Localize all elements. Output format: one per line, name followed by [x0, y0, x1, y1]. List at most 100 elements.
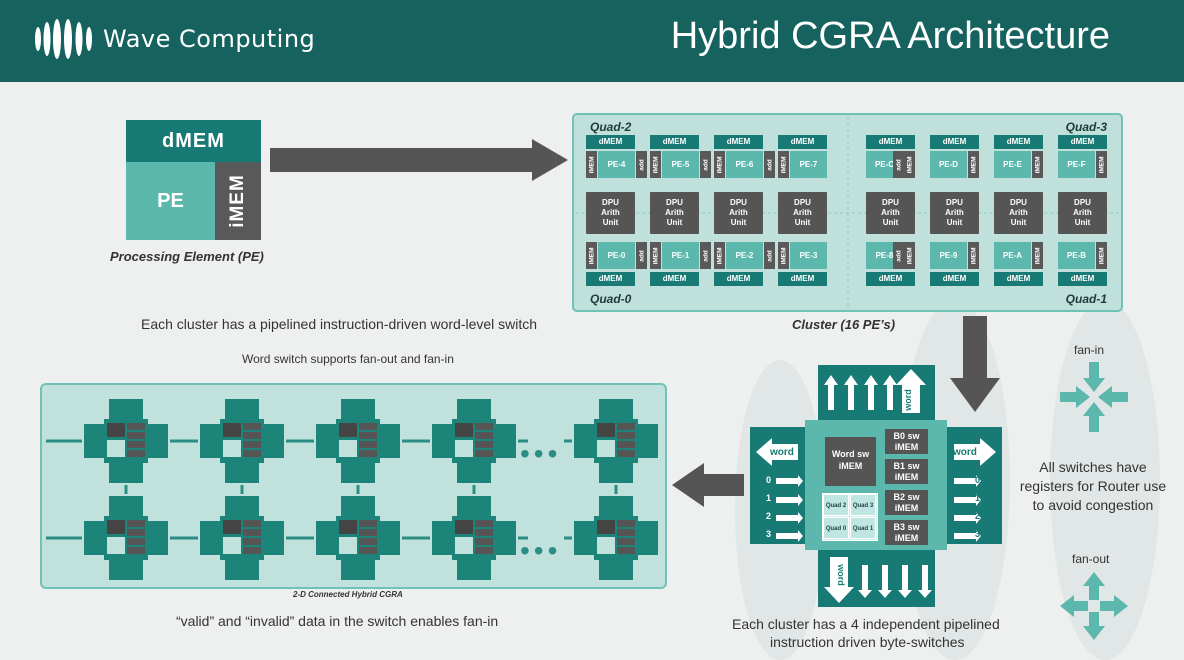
add-cell: add: [893, 151, 904, 178]
imem-cell-label: iMEM: [716, 156, 723, 173]
quad-1-cell: Quad 1: [850, 517, 876, 539]
dpu-line: DPU: [730, 198, 747, 207]
east-byte-0: 0: [975, 475, 981, 485]
mini-switch-part: [127, 520, 145, 527]
dpu-line: Arith: [729, 208, 748, 217]
dpu-line: Unit: [946, 218, 963, 227]
quad-2-label: Quad-2: [590, 120, 632, 134]
imem-cell: iMEM: [968, 242, 979, 269]
mini-switch-part: [359, 432, 377, 439]
mini-switch-part: [597, 423, 615, 437]
add-cell: add: [700, 151, 711, 178]
dpu-line: Arith: [601, 208, 620, 217]
mini-switch-part: [243, 432, 261, 439]
byte-note-1: Each cluster has a 4 independent pipelin…: [732, 616, 1000, 632]
add-cell: add: [636, 151, 647, 178]
mini-switch-part: [316, 521, 336, 555]
b3-label: B3 sw: [893, 522, 920, 532]
imem-cell-label: iMEM: [1098, 156, 1105, 173]
mini-switch-part: [475, 450, 493, 457]
word-switch-imem: iMEM: [838, 461, 863, 471]
mini-switch-part: [455, 520, 473, 534]
mini-switch-part: [359, 450, 377, 457]
cgra-grid: ••• •••: [40, 383, 667, 589]
header-bar: Wave Computing Hybrid CGRA Architecture: [0, 0, 1184, 82]
mini-switch: [316, 496, 400, 580]
mini-switch-part: [339, 520, 357, 534]
mini-switch-part: [109, 560, 143, 580]
mini-switch-part: [455, 423, 473, 437]
mini-switch-part: [339, 440, 357, 457]
add-cell-label: add: [702, 158, 709, 171]
quad-2-cell: Quad 2: [823, 494, 849, 516]
switch-registers-line-3: to avoid congestion: [1032, 497, 1154, 513]
b0-imem: iMEM: [894, 442, 919, 452]
mini-switch-part: [107, 423, 125, 437]
imem-cell-label: iMEM: [652, 156, 659, 173]
mini-switch-part: [359, 441, 377, 448]
mini-switch-part: [341, 560, 375, 580]
mini-switch-part: [109, 399, 143, 419]
quad-1-label: Quad-1: [1065, 292, 1107, 306]
pe-cell: PE-6: [726, 151, 763, 178]
west-byte-0: 0: [766, 475, 772, 485]
north-word-label: word: [902, 389, 913, 411]
dpu-line: Arith: [1009, 208, 1028, 217]
pe-cell: PE-5: [662, 151, 699, 178]
byte-note-2: instruction driven byte-switches: [770, 634, 965, 650]
ellipsis-row-1: •••: [520, 438, 562, 469]
mini-switch-part: [223, 537, 241, 554]
pe-cell: PE-9: [930, 242, 967, 269]
fan-note: Word switch supports fan-out and fan-in: [242, 352, 454, 366]
imem-cell: iMEM: [1032, 242, 1043, 269]
mini-switch-part: [84, 521, 104, 555]
imem-cell: iMEM: [968, 151, 979, 178]
dmem-bar: dMEM: [778, 272, 827, 286]
dmem-bar: dMEM: [586, 272, 635, 286]
pe-imem: iMEM: [215, 162, 261, 240]
dmem-bar: dMEM: [930, 272, 979, 286]
dpu-line: Unit: [666, 218, 683, 227]
word-switch-label: Word sw: [831, 449, 870, 459]
mini-switch-part: [475, 547, 493, 554]
mini-switch-part: [617, 547, 635, 554]
mini-switch: [84, 399, 168, 483]
pe-cell: PE-B: [1058, 242, 1095, 269]
mini-switch-part: [457, 399, 491, 419]
mini-switch-part: [316, 424, 336, 458]
east-byte-3: 3: [975, 529, 981, 539]
mini-switch-part: [339, 423, 357, 437]
mini-switch-part: [599, 496, 633, 516]
imem-cell-label: iMEM: [588, 156, 595, 173]
mini-switch-part: [127, 529, 145, 536]
add-cell: add: [700, 242, 711, 269]
mini-switch-part: [341, 463, 375, 483]
mini-switch-part: [359, 547, 377, 554]
mini-switch-part: [457, 463, 491, 483]
switch-registers-note: All switches have registers for Router u…: [1013, 458, 1173, 515]
logo-text: Wave Computing: [103, 25, 316, 53]
add-cell-label: add: [766, 158, 773, 171]
dmem-bar: dMEM: [930, 135, 979, 149]
mini-switch-part: [597, 537, 615, 554]
mini-switch: [316, 399, 400, 483]
mini-switch-part: [432, 424, 452, 458]
mini-switch-part: [617, 538, 635, 545]
imem-cell: iMEM: [714, 242, 725, 269]
dmem-bar: dMEM: [1058, 272, 1107, 286]
processing-element: dMEM PE iMEM: [126, 120, 261, 240]
east-word-label: word: [953, 447, 977, 458]
dmem-bar: dMEM: [714, 135, 763, 149]
pe-cell: PE-2: [726, 242, 763, 269]
b3-imem: iMEM: [894, 533, 919, 543]
quad-0-label: Quad-0: [590, 292, 632, 306]
mini-switch-part: [475, 538, 493, 545]
mini-switch-part: [574, 521, 594, 555]
mini-switch-part: [127, 538, 145, 545]
dpu-line: DPU: [946, 198, 963, 207]
pe-cell: PE-4: [598, 151, 635, 178]
dpu-line: DPU: [602, 198, 619, 207]
mini-switch-part: [496, 521, 516, 555]
mini-switch-part: [599, 463, 633, 483]
